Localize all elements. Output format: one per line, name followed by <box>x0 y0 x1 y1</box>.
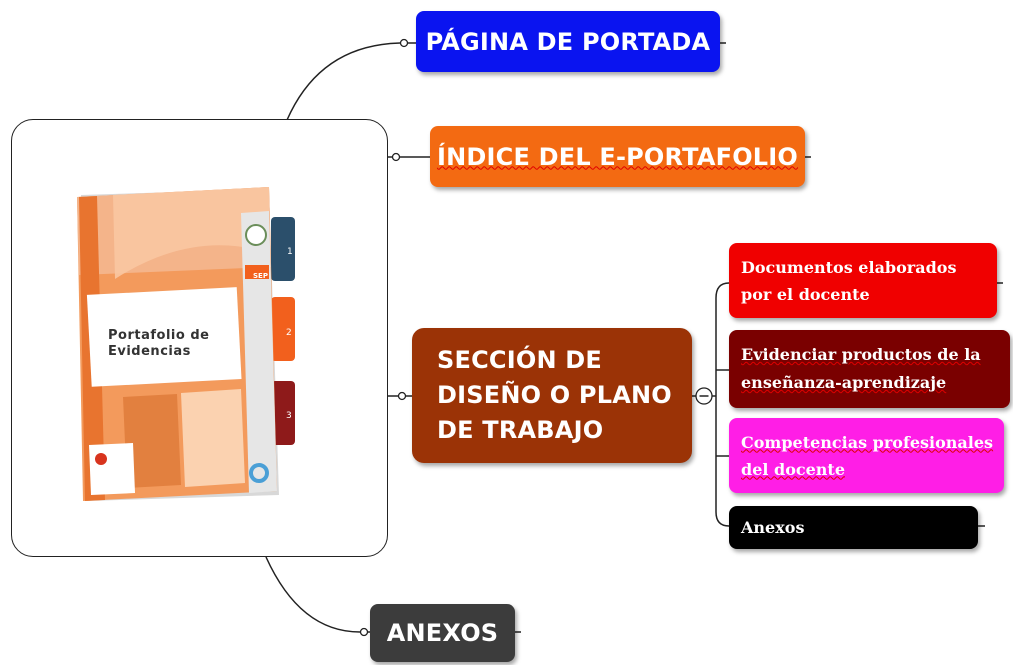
tab-2 <box>271 297 295 361</box>
node-indice-label: ÍNDICE DEL E-PORTAFOLIO <box>436 142 799 171</box>
node-seccion-label: SECCIÓN DE DISEÑO O PLANO DE TRABAJO <box>437 346 672 444</box>
subnode-evidenciar[interactable]: Evidenciar productos de la enseñanza-apr… <box>729 330 1010 408</box>
node-pagina-de-portada-label: PÁGINA DE PORTADA <box>425 27 711 56</box>
portfolio-cover-image <box>73 183 316 511</box>
tab-number-1: 1 <box>287 247 293 257</box>
subnode-competencias-label: Competencias profesionales del docente <box>741 432 994 479</box>
node-anexos-label: ANEXOS <box>386 619 499 647</box>
node-indice-e-portafolio[interactable]: ÍNDICE DEL E-PORTAFOLIO <box>430 126 805 187</box>
connector-dot <box>399 38 409 48</box>
subnode-competencias[interactable]: Competencias profesionales del docente <box>729 418 1004 493</box>
tab-3 <box>271 381 295 445</box>
node-pagina-de-portada[interactable]: PÁGINA DE PORTADA <box>416 11 720 72</box>
cover-title: Portafolio de Evidencias <box>108 328 210 359</box>
connector-portada <box>286 42 416 121</box>
tab-1 <box>271 217 295 281</box>
collapse-toggle[interactable] <box>695 387 713 405</box>
connector-sub-branch <box>715 282 730 527</box>
tab-number-3: 3 <box>286 411 292 421</box>
node-anexos[interactable]: ANEXOS <box>370 604 515 662</box>
subnode-documentos-label: Documentos elaborados por el docente <box>741 257 957 304</box>
connector-dot <box>391 152 401 162</box>
subnode-anexos-label: Anexos <box>741 517 805 537</box>
connector-dot <box>397 391 407 401</box>
sep-emblem: SEP <box>253 272 268 280</box>
node-seccion-diseno[interactable]: SECCIÓN DE DISEÑO O PLANO DE TRABAJO <box>412 328 692 463</box>
subnode-evidenciar-label: Evidenciar productos de la enseñanza-apr… <box>741 345 981 392</box>
tab-number-2: 2 <box>286 328 292 338</box>
subnode-anexos[interactable]: Anexos <box>729 506 978 549</box>
subnode-documentos[interactable]: Documentos elaborados por el docente <box>729 243 997 318</box>
connector-dot <box>359 627 369 637</box>
connector-anexos <box>265 556 370 633</box>
